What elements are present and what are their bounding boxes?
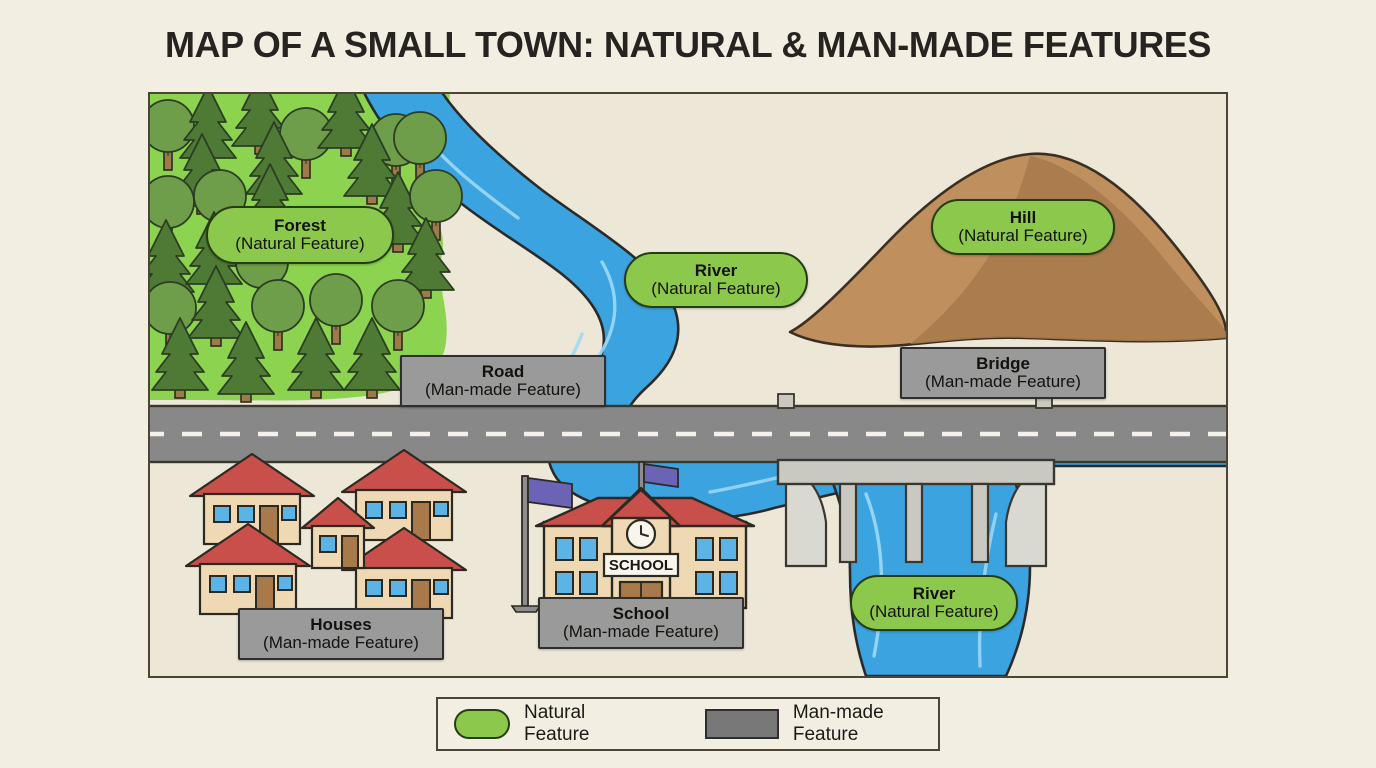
legend-item-natural: Natural Feature: [454, 702, 642, 746]
label-bridge-subtitle: (Man-made Feature): [925, 372, 1081, 391]
label-school-title: School: [612, 603, 670, 623]
label-river-lower-title: River: [912, 583, 956, 603]
label-river-upper[interactable]: River (Natural Feature): [624, 252, 808, 308]
label-river-lower[interactable]: River (Natural Feature): [850, 575, 1018, 631]
label-river-lower-subtitle: (Natural Feature): [869, 602, 999, 621]
label-houses-subtitle: (Man-made Feature): [263, 633, 419, 652]
map-artwork: SCHOOL: [150, 94, 1226, 676]
label-bridge[interactable]: Bridge (Man-made Feature): [900, 347, 1106, 399]
label-school[interactable]: School (Man-made Feature): [538, 597, 744, 649]
label-river-upper-title: River: [694, 260, 738, 280]
label-river-upper-subtitle: (Natural Feature): [651, 279, 781, 298]
label-hill-title: Hill: [1009, 207, 1037, 227]
legend-item-manmade: Man-made Feature: [704, 702, 938, 746]
label-hill-subtitle: (Natural Feature): [958, 226, 1088, 245]
legend-natural-label: Natural Feature: [524, 702, 590, 745]
label-hill[interactable]: Hill (Natural Feature): [931, 199, 1115, 255]
manmade-feature-swatch-icon: [704, 709, 779, 739]
label-forest-subtitle: (Natural Feature): [235, 234, 365, 253]
legend-manmade-label: Man-made Feature: [792, 702, 884, 745]
map-frame: SCHOOL Forest (Natural Feature) River (N…: [148, 92, 1228, 678]
legend: Natural Feature Man-made Feature: [436, 697, 940, 751]
label-bridge-title: Bridge: [976, 353, 1030, 373]
label-houses-title: Houses: [310, 614, 372, 634]
label-houses[interactable]: Houses (Man-made Feature): [238, 608, 444, 660]
label-road[interactable]: Road (Man-made Feature): [400, 355, 606, 407]
label-school-subtitle: (Man-made Feature): [563, 622, 719, 641]
page-title: MAP OF A SMALL TOWN: NATURAL & MAN-MADE …: [164, 24, 1212, 65]
label-road-subtitle: (Man-made Feature): [425, 380, 581, 399]
label-forest[interactable]: Forest (Natural Feature): [206, 206, 394, 264]
label-road-title: Road: [481, 361, 525, 381]
natural-feature-swatch-icon: [454, 709, 510, 739]
label-forest-title: Forest: [274, 215, 326, 235]
school-sign-text: SCHOOL: [609, 557, 673, 574]
